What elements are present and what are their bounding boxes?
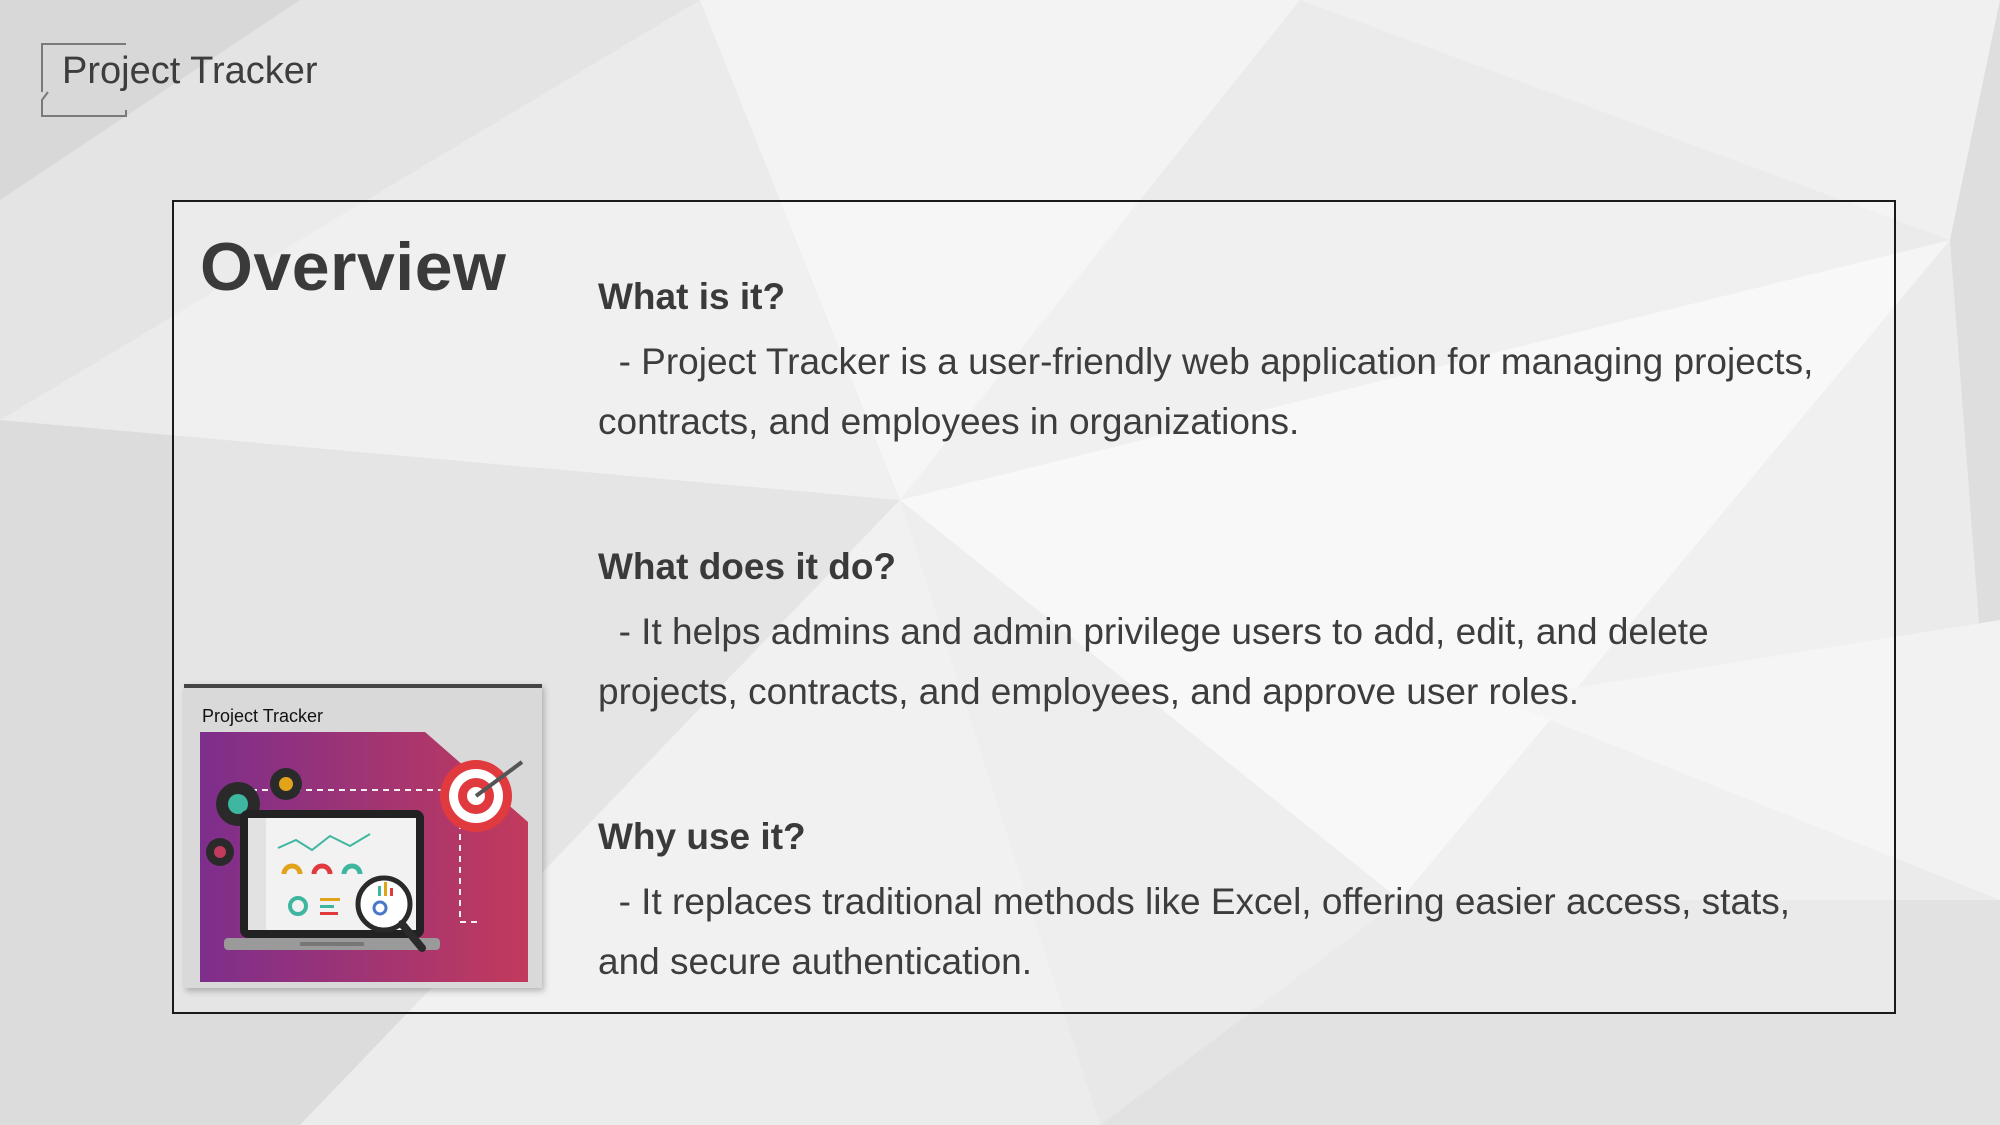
header-brand — [38, 40, 128, 120]
page-title: Overview — [200, 229, 507, 305]
section-body: - It replaces traditional methods like E… — [598, 881, 1801, 982]
section-what-is-it: What is it? - Project Tracker is a user-… — [598, 276, 1858, 452]
app-title: Project Tracker — [62, 50, 318, 92]
brand-frame-icon — [41, 43, 127, 117]
thumbnail-title: Project Tracker — [202, 706, 324, 726]
section-heading: What is it? — [598, 276, 786, 317]
laptop-dashboard-illustration-icon — [200, 732, 528, 982]
section-heading: Why use it? — [598, 816, 806, 857]
section-what-does-it-do: What does it do? - It helps admins and a… — [598, 546, 1858, 722]
section-why-use-it: Why use it? - It replaces traditional me… — [598, 816, 1858, 992]
section-body: - It helps admins and admin privilege us… — [598, 611, 1719, 712]
section-body: - Project Tracker is a user-friendly web… — [598, 341, 1824, 442]
section-heading: What does it do? — [598, 546, 897, 587]
app-thumbnail: Project Tracker — [184, 684, 542, 988]
